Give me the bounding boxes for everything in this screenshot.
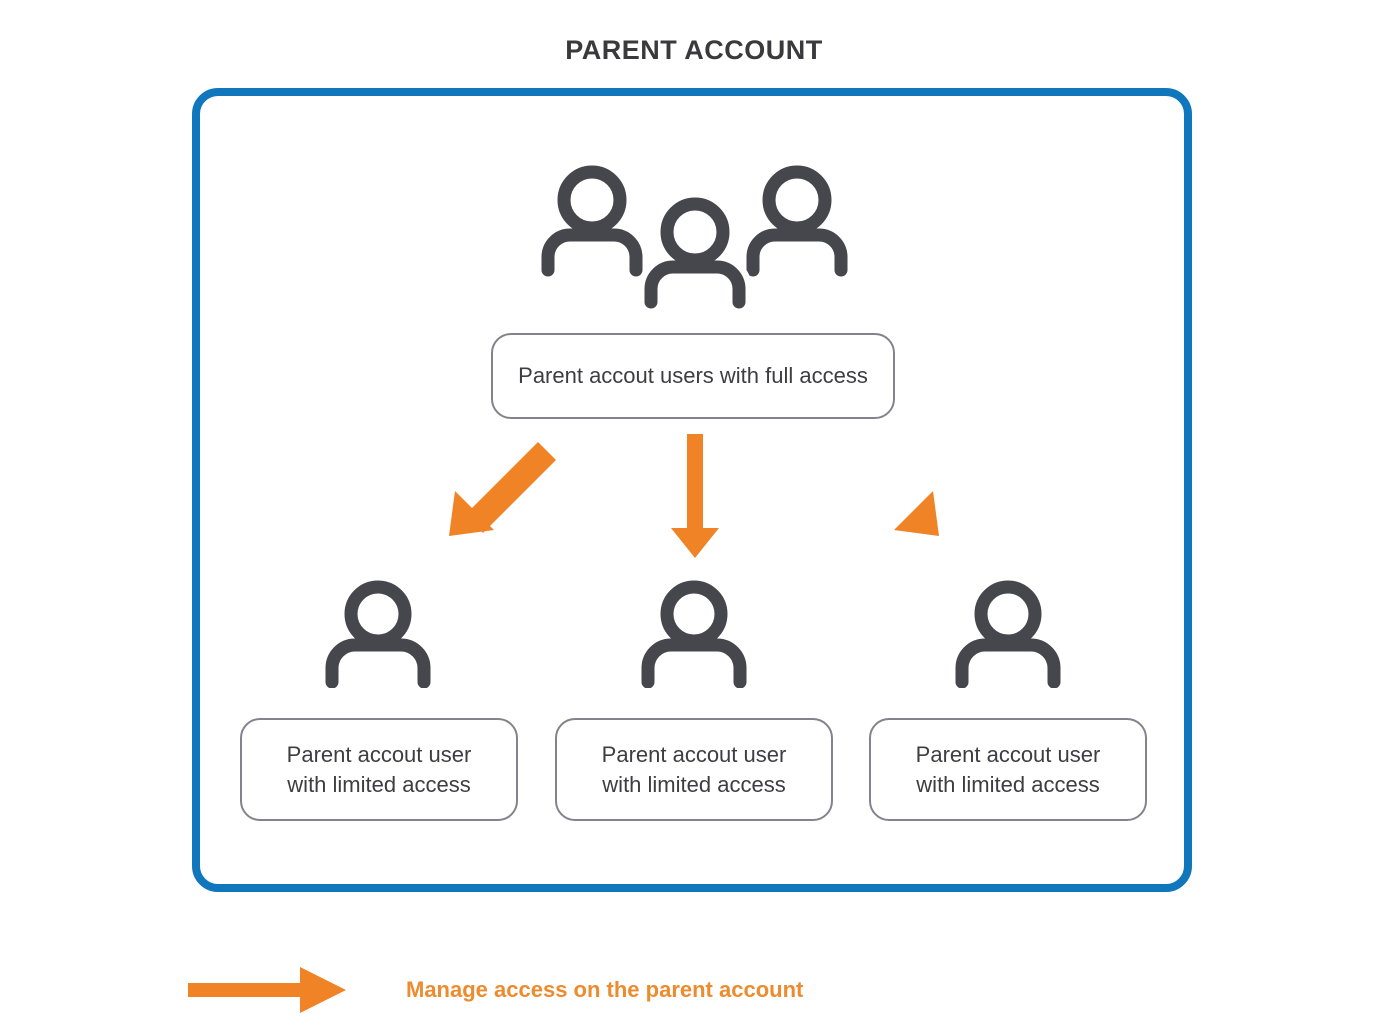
three-users-icon: [534, 160, 856, 315]
user-icon: [949, 578, 1067, 688]
limited-access-line1: Parent accout user: [286, 741, 472, 767]
limited-access-label-box: Parent accout user with limited access: [869, 718, 1147, 821]
limited-access-label-box: Parent accout user with limited access: [240, 718, 518, 821]
limited-access-line1: Parent accout user: [601, 741, 787, 767]
full-access-text: Parent accout users with full access: [518, 363, 868, 389]
arrow-right-icon: [188, 967, 346, 1013]
legend: Manage access on the parent account: [188, 962, 1088, 1018]
full-access-label-box: Parent accout users with full access: [491, 333, 895, 419]
limited-access-line2: with limited access: [602, 771, 786, 797]
limited-access-label-box: Parent accout user with limited access: [555, 718, 833, 821]
limited-access-line2: with limited access: [916, 771, 1100, 797]
page-title: PARENT ACCOUNT: [565, 35, 823, 65]
limited-access-line2: with limited access: [287, 771, 471, 797]
limited-access-line1: Parent accout user: [915, 741, 1101, 767]
user-icon: [635, 578, 753, 688]
user-icon: [319, 578, 437, 688]
legend-label: Manage access on the parent account: [406, 977, 804, 1002]
